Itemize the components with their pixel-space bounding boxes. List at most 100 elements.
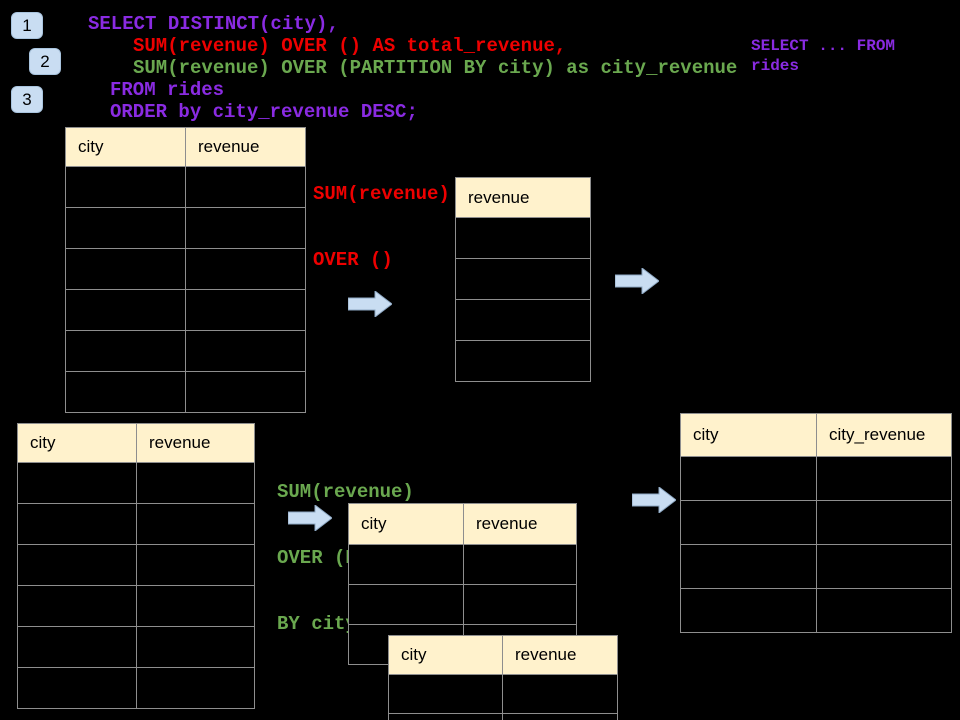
flow-arrow-right-icon <box>632 487 676 513</box>
column-header-city: city <box>388 635 503 675</box>
empty-cell <box>185 330 306 372</box>
empty-cell <box>136 544 255 586</box>
empty-cell <box>455 299 591 341</box>
sql-line-sum-partition: SUM(revenue) OVER (PARTITION BY city) as… <box>133 57 738 79</box>
empty-cell <box>388 713 503 720</box>
table-header-row: revenue <box>455 177 591 218</box>
empty-cell <box>455 217 591 259</box>
empty-cell <box>816 500 952 545</box>
empty-cell <box>65 248 186 290</box>
empty-cell <box>463 544 577 585</box>
table-row <box>680 456 952 501</box>
table-row <box>65 330 306 372</box>
table-row <box>348 584 577 625</box>
empty-cell <box>502 713 618 720</box>
table-row <box>680 500 952 545</box>
table-row <box>65 166 306 208</box>
empty-cell <box>17 462 137 504</box>
table-row <box>680 588 952 633</box>
empty-cell <box>136 462 255 504</box>
step-badge-2: 2 <box>29 48 61 75</box>
annotation-line: OVER () <box>313 249 393 271</box>
sql-line-select: SELECT DISTINCT(city), <box>88 13 339 35</box>
empty-cell <box>455 340 591 382</box>
table-total-revenue-result: revenue <box>455 177 591 382</box>
table-row <box>388 713 618 720</box>
empty-cell <box>185 248 306 290</box>
column-header-city: city <box>17 423 137 463</box>
annotation-sum-over-total: SUM(revenue) OVER () <box>313 139 450 315</box>
empty-cell <box>680 588 817 633</box>
sql-line-sum-total: SUM(revenue) OVER () AS total_revenue, <box>133 35 567 57</box>
empty-cell <box>17 585 137 627</box>
annotation-line: SUM(revenue) <box>277 481 414 503</box>
empty-cell <box>17 667 137 709</box>
empty-cell <box>816 544 952 589</box>
table-row <box>65 289 306 331</box>
empty-cell <box>680 456 817 501</box>
empty-cell <box>463 584 577 625</box>
empty-cell <box>816 588 952 633</box>
empty-cell <box>816 456 952 501</box>
column-header-revenue: revenue <box>455 177 591 218</box>
step-badge-1: 1 <box>11 12 43 39</box>
empty-cell <box>185 289 306 331</box>
empty-cell <box>185 371 306 413</box>
table-row <box>388 674 618 714</box>
empty-cell <box>65 371 186 413</box>
column-header-revenue: revenue <box>185 127 306 167</box>
column-header-revenue: revenue <box>136 423 255 463</box>
empty-cell <box>17 544 137 586</box>
empty-cell <box>17 503 137 545</box>
column-header-city_revenue: city_revenue <box>816 413 952 457</box>
table-row <box>17 626 255 668</box>
empty-cell <box>348 544 464 585</box>
flow-arrow-right-icon <box>288 505 332 531</box>
empty-cell <box>136 667 255 709</box>
empty-cell <box>17 626 137 668</box>
table-row <box>65 248 306 290</box>
empty-cell <box>65 207 186 249</box>
table-row <box>17 462 255 504</box>
sql-line-order-by: ORDER by city_revenue DESC; <box>110 101 418 123</box>
table-row <box>680 544 952 589</box>
table-row <box>17 667 255 709</box>
empty-cell <box>136 626 255 668</box>
table-row <box>17 503 255 545</box>
empty-cell <box>455 258 591 300</box>
column-header-revenue: revenue <box>463 503 577 545</box>
table-row <box>455 217 591 259</box>
empty-cell <box>185 207 306 249</box>
column-header-revenue: revenue <box>502 635 618 675</box>
empty-cell <box>388 674 503 714</box>
flow-arrow-right-icon <box>615 268 659 294</box>
empty-cell <box>65 289 186 331</box>
table-row <box>455 340 591 382</box>
empty-cell <box>680 500 817 545</box>
empty-cell <box>502 674 618 714</box>
annotation-line: SUM(revenue) <box>313 183 450 205</box>
column-header-city: city <box>348 503 464 545</box>
flow-arrow-right-icon <box>348 291 392 317</box>
table-row <box>455 299 591 341</box>
column-header-city: city <box>65 127 186 167</box>
table-row <box>17 585 255 627</box>
empty-cell <box>185 166 306 208</box>
step-badge-3: 3 <box>11 86 43 113</box>
empty-cell <box>136 503 255 545</box>
empty-cell <box>680 544 817 589</box>
side-note-select-from-rides: SELECT ... FROM rides <box>751 37 896 75</box>
table-row <box>65 207 306 249</box>
table-row <box>348 544 577 585</box>
empty-cell <box>65 330 186 372</box>
table-row <box>65 371 306 413</box>
